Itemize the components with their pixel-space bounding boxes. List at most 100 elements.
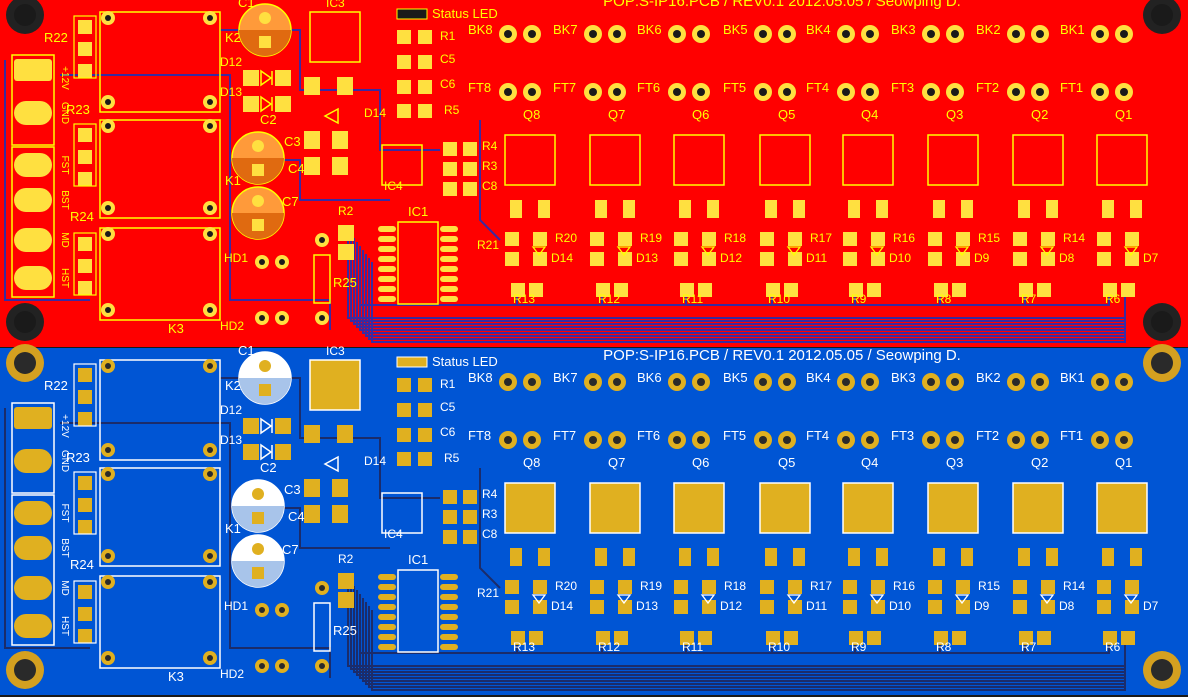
connector-label: BST — [59, 538, 70, 557]
cap-pin — [252, 140, 264, 152]
signal-connector-outline — [11, 146, 55, 298]
smd-pad — [418, 104, 432, 118]
diode-symbol — [323, 107, 339, 125]
mosfet-label: Q4 — [861, 455, 878, 470]
resistor-outline — [73, 232, 97, 296]
smd-pad — [674, 232, 688, 246]
terminal-label-bk: BK4 — [806, 370, 831, 385]
relay-label: K1 — [225, 521, 241, 536]
terminal-drill — [783, 436, 791, 444]
cap-label: C3 — [284, 134, 301, 149]
resistor-label: R12 — [598, 640, 620, 654]
led-symbol — [954, 246, 970, 257]
smd-pad — [397, 378, 411, 392]
smd-pad — [397, 403, 411, 417]
smd-pad — [961, 548, 973, 566]
connector-pad — [14, 536, 52, 560]
smd-pad — [332, 157, 348, 175]
resistor-label: R25 — [333, 623, 357, 638]
resistor-outline — [73, 15, 97, 79]
resistor-label: R17 — [810, 579, 832, 593]
relay-pin-hole — [105, 579, 111, 585]
mosfet-body — [927, 482, 979, 534]
smd-pad — [397, 428, 411, 442]
led-label: D10 — [889, 599, 911, 613]
resistor-label: R10 — [768, 292, 790, 306]
smd-pad — [784, 631, 798, 645]
smd-pad — [1121, 283, 1135, 297]
diode-label: D13 — [220, 85, 242, 99]
smd-pad — [338, 592, 354, 608]
smd-pad — [505, 252, 519, 266]
resistor-label: R4 — [482, 487, 498, 501]
ic-pin — [440, 246, 458, 252]
smd-pad — [275, 96, 291, 112]
resistor-label: R9 — [851, 292, 867, 306]
connector-label: FST — [59, 504, 70, 523]
smd-pad — [680, 283, 694, 297]
connector-pad — [14, 101, 52, 125]
smd-pad — [78, 607, 92, 621]
smd-pad — [243, 444, 259, 460]
terminal-drill — [1036, 436, 1044, 444]
smd-pad — [418, 55, 432, 69]
smd-pad — [78, 150, 92, 164]
relay-pin-hole — [207, 123, 213, 129]
smd-pad — [956, 600, 970, 614]
terminal-drill — [866, 436, 874, 444]
terminal-label-bk: BK5 — [723, 370, 748, 385]
smd-pad — [707, 200, 719, 218]
led-label: D12 — [720, 599, 742, 613]
terminal-drill — [842, 88, 850, 96]
resistor-label: R19 — [640, 579, 662, 593]
power-connector-outline — [11, 54, 55, 146]
terminal-drill — [927, 30, 935, 38]
terminal-drill — [866, 378, 874, 386]
connector-label: MD — [59, 580, 70, 596]
ic-pin — [378, 256, 396, 262]
relay-pin-hole — [207, 579, 213, 585]
terminal-drill — [528, 378, 536, 386]
smd-pad — [590, 252, 604, 266]
smd-pad — [674, 580, 688, 594]
mosfet-label: Q8 — [523, 107, 540, 122]
terminal-label-bk: BK5 — [723, 22, 748, 37]
smd-pad — [538, 200, 550, 218]
relay-label: K3 — [168, 321, 184, 336]
smd-pad — [766, 631, 780, 645]
smd-pad — [505, 600, 519, 614]
terminal-label-ft: FT4 — [806, 80, 829, 95]
smd-pad — [1041, 232, 1055, 246]
diode-label: D12 — [220, 403, 242, 417]
smd-pad — [956, 252, 970, 266]
signal-trace — [479, 120, 501, 241]
smd-pad — [702, 232, 716, 246]
terminal-label-bk: BK3 — [891, 22, 916, 37]
terminal-drill — [1120, 378, 1128, 386]
header-label: HD1 — [224, 251, 248, 265]
relay-pin-hole — [105, 471, 111, 477]
connector-pad — [14, 228, 52, 252]
terminal-drill — [783, 88, 791, 96]
smd-pad — [511, 283, 525, 297]
ic-pin — [440, 604, 458, 610]
connector-pad — [14, 407, 52, 429]
smd-pad — [443, 142, 457, 156]
terminal-drill — [504, 436, 512, 444]
smd-pad — [533, 252, 547, 266]
smd-pad — [463, 142, 477, 156]
power-trace — [60, 422, 331, 678]
mosfet-body — [504, 134, 556, 186]
smd-pad — [618, 252, 632, 266]
smd-pad — [618, 600, 632, 614]
led-label: D11 — [806, 251, 827, 265]
bus-trace — [371, 262, 1126, 343]
ic-label: IC3 — [326, 0, 345, 10]
ic-pin — [440, 624, 458, 630]
